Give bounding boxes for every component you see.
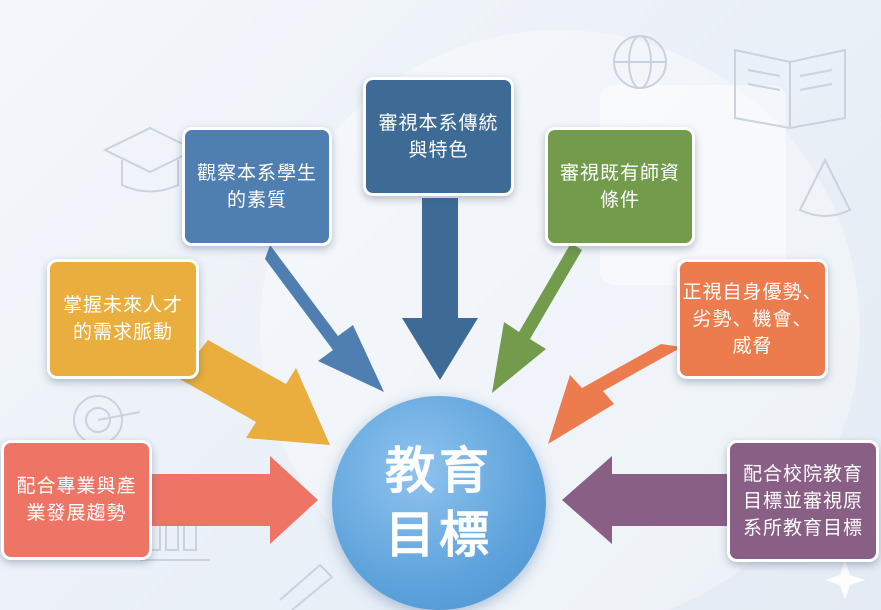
open-book-icon [734, 48, 846, 130]
box-swot-line2: 劣勢、機會、 [692, 307, 813, 330]
globe-icon [613, 35, 667, 89]
center-title-line2: 目標 [385, 506, 493, 564]
box-university-goals-line1: 配合校院教育 [742, 462, 863, 485]
arrow-talent [178, 340, 330, 445]
box-department-tradition-line2: 與特色 [408, 138, 469, 161]
box-industry-trends-line1: 配合專業與產 [16, 475, 137, 497]
box-student-traits-line1: 觀察本系學生 [196, 161, 317, 184]
box-talent-demand-line1: 掌握未來人才 [62, 294, 183, 316]
arrow-industry [152, 456, 318, 544]
arrow-university [562, 456, 730, 544]
box-industry-trends-line2: 業發展趨勢 [26, 502, 127, 524]
box-faculty-conditions-line2: 條件 [599, 188, 640, 211]
box-student-traits-line2: 的素質 [226, 188, 287, 211]
center-title-line1: 教育 [385, 442, 493, 500]
box-industry-trends: 配合專業與產業發展趨勢 [1, 440, 152, 560]
sparkle-icon [825, 560, 865, 600]
arrow-tradition [402, 198, 478, 380]
cone-icon [798, 157, 852, 217]
box-university-goals-line3: 系所教育目標 [742, 516, 863, 539]
box-student-traits: 觀察本系學生的素質 [182, 127, 332, 246]
center-circle-education-goals: 教育 目標 [332, 396, 546, 610]
box-swot-line1: 正視自身優勢、 [682, 280, 823, 303]
box-faculty-conditions-line1: 審視既有師資 [559, 161, 680, 184]
box-university-goals: 配合校院教育目標並審視原系所教育目標 [727, 440, 879, 562]
box-swot: 正視自身優勢、劣勢、機會、威脅 [677, 259, 828, 379]
box-department-tradition: 審視本系傳統與特色 [363, 77, 514, 196]
arrow-swot [548, 344, 682, 444]
box-talent-demand: 掌握未來人才的需求脈動 [47, 259, 199, 379]
arrow-faculty [492, 243, 582, 393]
box-department-tradition-line1: 審視本系傳統 [378, 111, 499, 134]
arrow-traits [265, 245, 384, 392]
box-university-goals-line2: 目標並審視原 [742, 489, 863, 512]
box-talent-demand-line2: 的需求脈動 [72, 321, 173, 343]
box-faculty-conditions: 審視既有師資條件 [545, 127, 695, 246]
pencil-icon [279, 563, 334, 610]
box-swot-line3: 威脅 [732, 334, 773, 357]
